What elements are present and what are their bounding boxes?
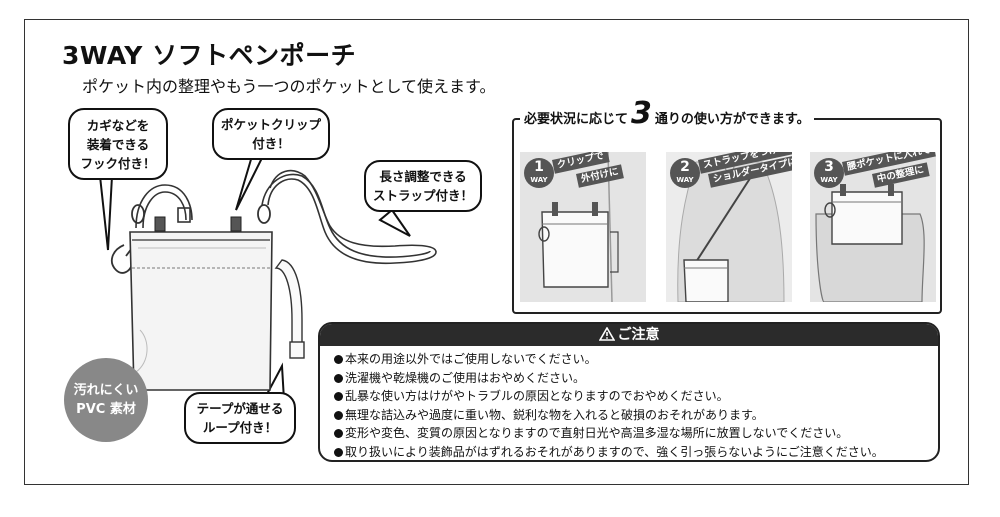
bullet-icon [334,429,343,438]
caution-item-text: 無理な詰込みや過度に重い物、鋭利な物を入れると破損のおそれがあります。 [345,407,764,422]
caution-item: 変形や変色、変質の原因となりますので直射日光や高温多湿な場所に放置しないでくださ… [334,424,938,443]
bullet-icon [334,355,343,364]
hook-callout-tail [98,175,114,251]
clip-left [154,216,166,232]
bullet-icon [334,447,343,457]
way-3-number: 3 [824,159,834,175]
strap-buckle [177,207,191,223]
caution-item-text: 取り扱いにより装飾品がはずれるおそれがありますので、強く引っ張らないようにご注意… [345,444,884,459]
caution-item-text: 洗濯機や乾燥機のご使用はおやめください。 [345,370,586,385]
caution-box: ご注意 本来の用途以外ではご使用しないでください。 洗濯機や乾燥機のご使用はおや… [318,322,940,462]
caution-item: 洗濯機や乾燥機のご使用はおやめください。 [334,369,938,388]
loop-callout-line: テープが通せる [196,401,284,416]
usage-heading: 必要状況に応じて 3 通りの使い方ができます。 [520,96,814,131]
hook-callout-line: 装着できる [86,136,150,152]
way-1-number: 1 [534,159,544,175]
usage-heading-number: 3 [631,96,652,131]
strap-callout-line: ストラップ付き！ [372,188,473,203]
way-3-unit: WAY [820,176,838,184]
material-line: 汚れにくい [73,383,139,398]
handle-strap [135,184,193,229]
caution-item-text: 変形や変色、変質の原因となりますので直射日光や高温多湿な場所に放置しないでくださ… [345,426,849,440]
bullet-icon [334,410,343,420]
caution-item: 取り扱いにより装飾品がはずれるおそれがありますので、強く引っ張らないようにご注意… [334,443,938,461]
caution-item: 乱暴な使い方はけがやトラブルの原因となりますのでおやめください。 [334,387,938,406]
clip-right [230,216,242,232]
way-1-unit: WAY [530,176,548,184]
usage-heading-before: 必要状況に応じて [524,112,629,127]
caution-item-text: 本来の用途以外ではご使用しないでください。 [345,352,597,366]
strap [261,169,437,265]
hook-right [257,204,271,224]
clip-callout: ポケットクリップ 付き！ [212,108,330,160]
strap-callout: 長さ調整できる ストラップ付き！ [364,160,482,212]
way-2-unit: WAY [676,176,694,184]
page-title: 3WAY ソフトペンポーチ [62,41,357,70]
way-2-number: 2 [680,159,690,175]
strap-callout-tail [378,208,411,237]
hook-callout-line: カギなどを [86,117,150,133]
pocket-clips [154,216,242,232]
way-1-panel: 1 WAY クリップで 外付けに [520,152,646,302]
loop-callout-line: ループ付き！ [202,420,278,435]
hook-callout: カギなどを 装着できる フック付き！ [68,108,168,180]
way-3-panel: 3 WAY 腰ポケットに入れて 中の整理に [810,152,936,302]
clip-callout-line: ポケットクリップ [220,117,321,132]
hook-callout-line: フック付き！ [80,155,156,171]
strap-callout-line: 長さ調整できる [379,169,467,184]
way-2-badge: 2 WAY [670,158,700,188]
outer-frame [24,19,969,485]
caution-title: ご注意 [617,327,660,343]
usage-heading-after: 通りの使い方ができます。 [654,112,810,127]
pouch-body [129,231,273,391]
caution-list: 本来の用途以外ではご使用しないでください。 洗濯機や乾燥機のご使用はおやめくださ… [320,350,938,461]
bullet-icon [334,373,343,383]
material-line: PVC 素材 [76,402,136,417]
caution-item-text: 乱暴な使い方はけがやトラブルの原因となりますのでおやめください。 [345,389,729,403]
caution-header: ご注意 [320,324,938,346]
material-badge: 汚れにくい PVC 素材 [64,358,148,442]
warning-triangle-icon [598,326,615,341]
caution-item: 無理な詰込みや過度に重い物、鋭利な物を入れると破損のおそれがあります。 [334,406,938,425]
way-1-badge: 1 WAY [524,158,554,188]
loop-tape [274,259,305,359]
clip-callout-tail [235,154,264,211]
bullet-icon [334,392,343,401]
clip-callout-line: 付き！ [252,136,290,151]
way-2-panel: 2 WAY ストラップをつけて ショルダータイプに [666,152,792,302]
way-3-badge: 3 WAY [814,158,844,188]
loop-callout: テープが通せる ループ付き！ [184,392,296,444]
caution-item: 本来の用途以外ではご使用しないでください。 [334,350,938,369]
page-subtitle: ポケット内の整理やもう一つのポケットとして使えます。 [82,77,496,96]
hook-left [131,204,145,224]
